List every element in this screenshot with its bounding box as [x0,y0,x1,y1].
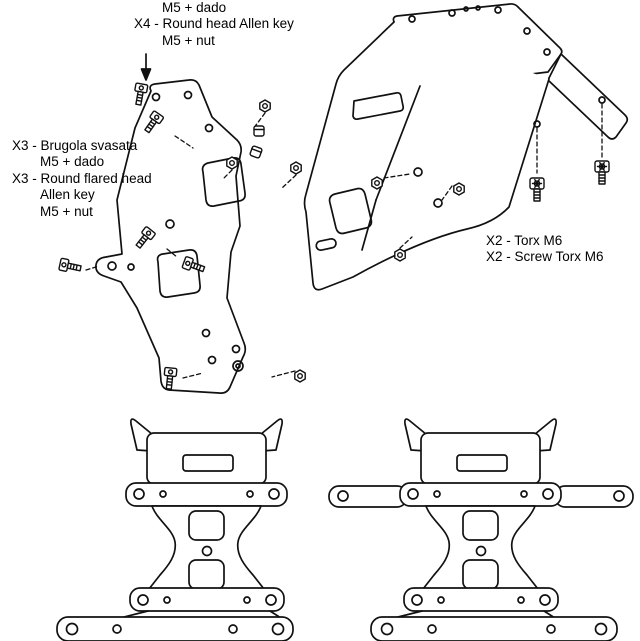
holder-bottom-bar-right [370,616,618,641]
down-arrow [140,53,152,81]
fold-crease [375,85,421,201]
fold-crease [361,199,377,251]
face-holes [413,120,541,208]
hex-nut [394,248,406,262]
side-plate-outline [95,79,247,394]
allen-screw [163,366,178,390]
plate-holder-mirrored-base [389,418,562,620]
allen-screw [181,256,206,273]
face-small-slot [315,237,337,251]
holder-body-cutout-upper [188,510,225,541]
label-line: Allen key [40,187,95,203]
main-bracket-top-holes [408,5,551,56]
holder-hip-bar [129,587,285,612]
label-torx: X2 - Torx M6 X2 - Screw Torx M6 [486,233,604,266]
holder-body-hole [201,545,213,557]
allen-screw [135,226,156,249]
holder-shoulder-bar [125,482,288,507]
label-round-head-allen: M5 + dado X4 - Round head Allen key M5 +… [134,0,294,49]
main-bracket-face [303,21,550,291]
plate-holder-with-arms [328,418,634,641]
side-plate-holes [107,90,244,372]
spacer [253,125,265,137]
hex-nut [290,161,302,175]
allen-screw [134,82,149,106]
holder-arm-left-hole [337,490,349,502]
fasteners [58,82,610,390]
holder-arm-right [554,485,634,508]
holder-shoulder-holes [133,488,280,500]
main-bracket [303,3,629,291]
side-plate-cutout-lower [156,249,201,298]
face-slot [352,91,405,121]
label-line: M5 + dado [40,154,105,170]
holder-top-slot [182,454,234,472]
plate-holder [115,418,288,620]
face-square-cutout [328,187,373,235]
holder-arm-right-hole [613,490,625,502]
label-line: X2 - Torx M6 [486,233,563,248]
side-plate-cutout-upper [201,157,246,207]
holder-hip-holes [137,594,277,606]
hex-nut [226,156,238,170]
label-line: X4 - Round head Allen key [134,16,294,32]
hex-nut [259,99,271,113]
hex-nut [294,369,306,383]
torx-screw [529,177,545,202]
label-line: M5 + dado [162,0,227,15]
holder-bottom-bar-right-holes [380,622,608,636]
holder-body-cutout-lower [188,559,225,590]
holder-bottom-bar-left [56,616,294,641]
label-line: M5 + nut [40,203,93,219]
leader-lines [85,103,603,379]
holder-bottom-bar-left-holes [65,622,285,636]
holder-arm-left [328,485,408,508]
allen-screw [58,257,82,272]
label-line: X3 - Round flared head [12,170,152,186]
allen-screw [144,110,165,134]
flap-hole [598,96,606,104]
label-line: X2 - Screw Torx M6 [486,249,604,265]
label-line: X3 - Brugola svasata [12,138,138,153]
torx-screw [594,160,610,185]
main-bracket-right-flap [547,53,629,140]
label-flared-head-allen: X3 - Brugola svasata M5 + dado X3 - Roun… [12,138,152,220]
hex-nut [453,182,465,196]
label-line: M5 + nut [162,32,215,48]
side-plate [95,79,247,394]
hex-nut [371,176,383,190]
spacer [249,145,263,159]
